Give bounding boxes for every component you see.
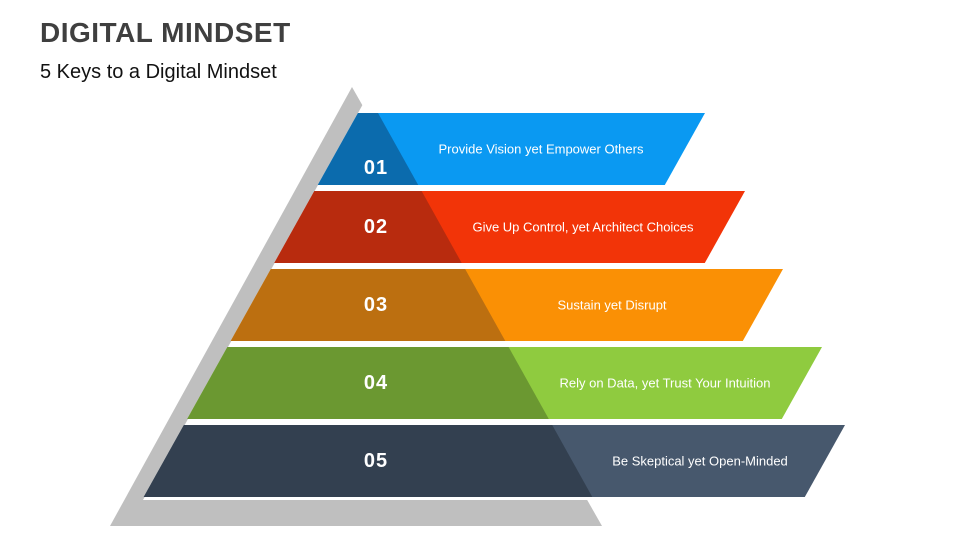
pyramid-band-2: 02 Give Up Control, yet Architect Choice… — [274, 191, 745, 263]
band-3-number: 03 — [364, 294, 388, 316]
band-1-banner — [317, 113, 705, 185]
band-5-label: Be Skeptical yet Open-Minded — [612, 454, 788, 469]
pyramid-band-4: 04 Rely on Data, yet Trust Your Intuitio… — [187, 347, 822, 419]
band-3-label: Sustain yet Disrupt — [557, 298, 666, 313]
band-2-inner-shade — [274, 191, 462, 263]
band-1-inner-shade — [317, 113, 419, 185]
band-2-number: 02 — [364, 216, 388, 238]
band-4-number: 04 — [364, 372, 388, 394]
band-5-inner-shade — [143, 425, 593, 497]
pyramid-band-1: 01 Provide Vision yet Empower Others — [317, 113, 705, 185]
band-3-inner-shade — [230, 269, 506, 341]
pyramid-band-3: 03 Sustain yet Disrupt — [230, 269, 783, 341]
band-2-label: Give Up Control, yet Architect Choices — [472, 220, 694, 235]
page-subtitle: 5 Keys to a Digital Mindset — [40, 60, 277, 83]
band-4-inner-shade — [187, 347, 549, 419]
pyramid-band-5: 05 Be Skeptical yet Open-Minded — [143, 425, 845, 497]
slide-header: DIGITAL MINDSET 5 Keys to a Digital Mind… — [40, 16, 291, 84]
band-1-number: 01 — [364, 157, 388, 179]
band-5-number: 05 — [364, 450, 388, 472]
band-1-label: Provide Vision yet Empower Others — [439, 142, 644, 157]
page-title: DIGITAL MINDSET — [40, 17, 291, 48]
band-4-label: Rely on Data, yet Trust Your Intuition — [559, 376, 770, 391]
